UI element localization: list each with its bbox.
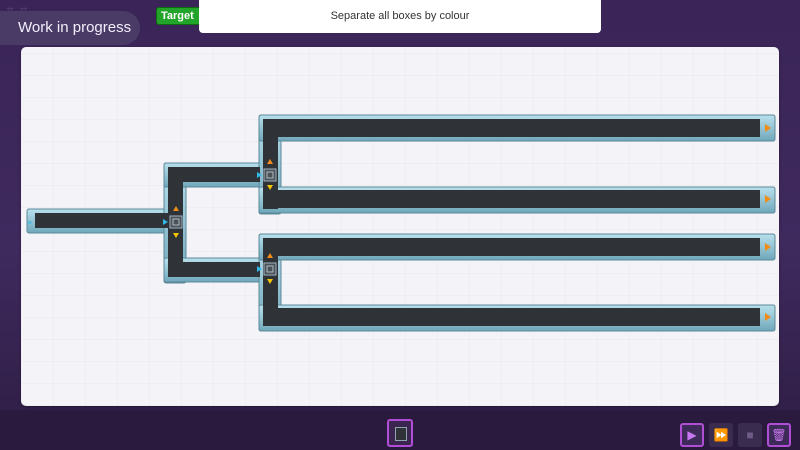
sorter-3[interactable] (257, 253, 277, 284)
conveyor-network: » (26, 114, 776, 332)
level-title: Work in progress (0, 11, 140, 45)
sorter-2[interactable] (257, 159, 277, 190)
sorter-1[interactable] (163, 206, 183, 238)
out-arrow-4 (765, 313, 771, 321)
play-button[interactable]: ▶ (680, 423, 704, 447)
out-arrow-1 (765, 124, 771, 132)
out-arrow-3 (765, 243, 771, 251)
out-arrow-2 (765, 195, 771, 203)
factory-board: » (21, 47, 779, 406)
stop-button[interactable]: ■ (738, 423, 762, 447)
objective-banner: Separate all boxes by colour (199, 0, 601, 33)
trash-icon[interactable]: 🗑 (767, 423, 791, 447)
target-button[interactable]: Target (156, 7, 202, 25)
sorter-part-slot[interactable] (387, 419, 413, 447)
svg-text:»: » (27, 218, 33, 228)
fast-forward-button[interactable]: ⏩ (709, 423, 733, 447)
